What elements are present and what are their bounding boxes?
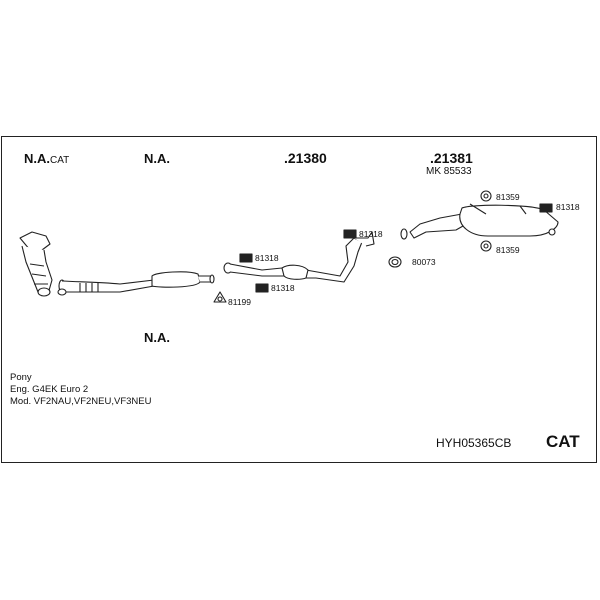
catalytic-manifold xyxy=(19,231,53,297)
kit-type: CAT xyxy=(546,432,580,451)
label-na-cat: N.A.CAT xyxy=(24,151,70,166)
vehicle-model: Pony xyxy=(10,372,32,383)
ref-81318-mid: 81318 xyxy=(359,229,383,239)
part-number-21381: .21381 xyxy=(430,150,473,166)
rubber-hanger-icon xyxy=(480,190,492,202)
ref-81318-left-bottom: 81318 xyxy=(271,283,295,293)
ref-81199: 81199 xyxy=(228,297,252,307)
mounting-bracket-icon xyxy=(255,283,269,293)
vehicle-engine: Eng. G4EK Euro 2 xyxy=(10,384,89,395)
diagram-frame xyxy=(1,136,597,463)
kit-code: HYH05365CB xyxy=(436,436,512,450)
ref-81318-left-top: 81318 xyxy=(255,253,279,263)
ref-81359-top: 81359 xyxy=(496,192,520,202)
rubber-hanger-icon xyxy=(480,240,492,252)
ref-80073: 80073 xyxy=(412,257,436,267)
flange-gasket-icon xyxy=(213,291,227,303)
mounting-bracket-icon xyxy=(343,229,357,239)
mounting-bracket-icon xyxy=(239,253,253,263)
part-number-21380: .21380 xyxy=(284,150,327,166)
middle-silencer-1 xyxy=(151,271,215,288)
vehicle-modifications: Mod. VF2NAU,VF2NEU,VF3NEU xyxy=(10,396,152,407)
rear-silencer xyxy=(400,203,559,240)
ref-81359-bottom: 81359 xyxy=(496,245,520,255)
gasket-ring-icon xyxy=(388,256,402,268)
label-na: N.A. xyxy=(144,151,170,166)
front-pipe xyxy=(57,279,155,296)
intermediate-pipe xyxy=(223,231,375,283)
label-na-lower: N.A. xyxy=(144,330,170,345)
mounting-bracket-icon xyxy=(539,203,553,213)
part-subnumber-mk: MK 85533 xyxy=(426,166,472,177)
ref-81318-right: 81318 xyxy=(556,202,580,212)
